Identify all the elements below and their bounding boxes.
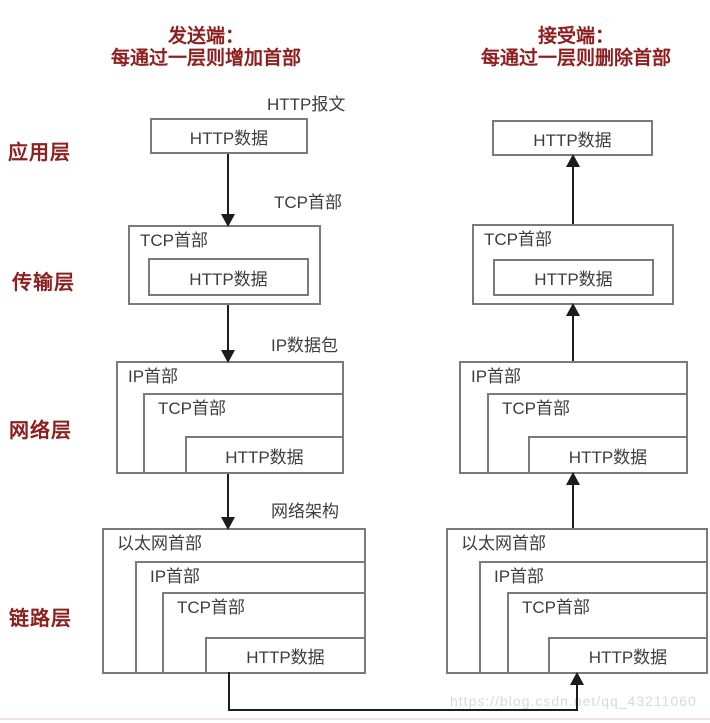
layer-label-network: 网络层: [9, 420, 72, 442]
watermark: https://blog.csdn.net/qq_43211060: [450, 693, 697, 709]
receiver-network-ip-label: IP首部: [471, 367, 522, 386]
receiver-transport-http-box: HTTP数据: [493, 259, 654, 296]
sender-heading-line2: 每通过一层则增加首部: [110, 48, 301, 69]
sender-arrow-2-line: [227, 305, 229, 352]
receiver-network-tcp-label: TCP首部: [502, 399, 570, 418]
sender-arrow-1-line: [227, 154, 229, 216]
receiver-link-ip-label: IP首部: [494, 567, 545, 586]
receiver-arrow-1-line: [572, 165, 574, 224]
sender-network-http-box: HTTP数据: [185, 436, 344, 474]
sender-arrow-2-head-icon: [221, 350, 235, 363]
sender-transport-http-box: HTTP数据: [148, 258, 309, 296]
bottom-rule: [0, 718, 710, 720]
sender-network-tcp-label: TCP首部: [158, 399, 226, 418]
receiver-network-http-label: HTTP数据: [568, 447, 648, 467]
sender-transport-tcp-label: TCP首部: [140, 231, 208, 250]
connector-horizontal-line: [228, 709, 578, 711]
connector-up-line: [576, 683, 578, 711]
layer-label-transport: 传输层: [12, 272, 75, 294]
sender-arrow-3-head-icon: [221, 517, 235, 530]
receiver-arrow-3-head-icon: [566, 472, 580, 485]
receiver-arrow-2-line: [572, 314, 574, 361]
flow-label-ip-packet: IP数据包: [271, 336, 339, 355]
sender-app-http-label: HTTP数据: [189, 128, 269, 148]
receiver-arrow-1-head-icon: [566, 154, 580, 167]
connector-down-line: [228, 672, 230, 711]
receiver-heading: 接受端： 每通过一层则删除首部: [456, 26, 696, 70]
flow-label-http-message: HTTP报文: [267, 95, 346, 114]
layer-label-application: 应用层: [8, 142, 71, 164]
sender-heading: 发送端： 每通过一层则增加首部: [86, 26, 326, 70]
receiver-network-http-box: HTTP数据: [528, 436, 688, 474]
sender-link-tcp-label: TCP首部: [177, 598, 245, 617]
receiver-link-http-box: HTTP数据: [548, 637, 708, 674]
sender-link-http-box: HTTP数据: [205, 637, 366, 674]
sender-heading-line1: 发送端：: [167, 26, 244, 47]
receiver-heading-line1: 接受端：: [537, 26, 614, 47]
sender-link-ip-label: IP首部: [150, 567, 201, 586]
receiver-link-tcp-label: TCP首部: [522, 598, 590, 617]
receiver-transport-tcp-label: TCP首部: [484, 230, 552, 249]
receiver-app-http-label: HTTP数据: [533, 130, 612, 150]
flow-label-network-arch: 网络架构: [271, 502, 339, 521]
sender-link-eth-label: 以太网首部: [117, 534, 202, 553]
sender-app-http-box: HTTP数据: [150, 118, 308, 154]
receiver-link-http-label: HTTP数据: [588, 648, 668, 667]
sender-arrow-1-head-icon: [221, 214, 235, 227]
receiver-heading-line2: 每通过一层则删除首部: [480, 48, 671, 69]
receiver-arrow-2-head-icon: [566, 303, 580, 316]
flow-label-tcp-header: TCP首部: [274, 193, 342, 212]
receiver-arrow-3-line: [572, 483, 574, 528]
receiver-link-eth-label: 以太网首部: [461, 534, 546, 553]
receiver-app-http-box: HTTP数据: [492, 120, 653, 156]
connector-up-head-icon: [570, 672, 584, 685]
sender-arrow-3-line: [227, 474, 229, 519]
sender-transport-http-label: HTTP数据: [189, 269, 268, 289]
layer-label-link: 链路层: [9, 608, 72, 630]
sender-network-ip-label: IP首部: [128, 367, 179, 386]
sender-link-http-label: HTTP数据: [246, 648, 325, 667]
sender-network-http-label: HTTP数据: [225, 447, 304, 467]
receiver-transport-http-label: HTTP数据: [534, 270, 613, 289]
